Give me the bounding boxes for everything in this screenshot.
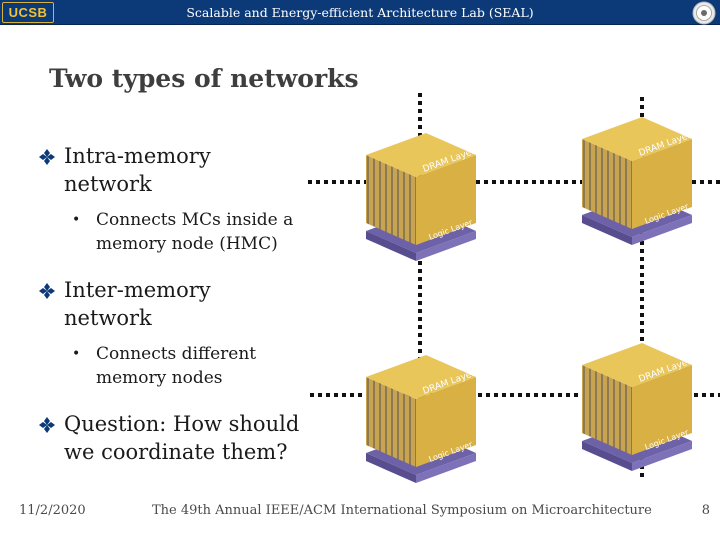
memory-node: DRAM Layers Logic Layer (582, 343, 697, 471)
diamond-bullet-icon (39, 149, 55, 165)
diamond-bullet-icon (39, 417, 55, 433)
bullet-text: Inter-memory network (64, 278, 211, 330)
page-number: 8 (701, 503, 710, 518)
sub-bullet-text: Connects MCs inside a memory node (HMC) (96, 210, 294, 254)
ucsb-logo: UCSB (2, 2, 54, 23)
slide-title: Two types of networks (49, 64, 359, 93)
seal-logo-icon (692, 1, 716, 25)
bullet-text: Question: How should we coordinate them? (64, 412, 300, 464)
round-bullet-icon: • (72, 212, 81, 228)
memory-node: DRAM Layers Logic Layer (366, 133, 481, 261)
memory-network-diagram: DRAM Layers Logic Layer DRAM Layers Logi… (308, 93, 720, 483)
footer-conference: The 49th Annual IEEE/ACM International S… (152, 503, 652, 518)
bullet-text: Intra-memory network (64, 144, 211, 196)
sub-bullet-text: Connects different memory nodes (96, 344, 257, 388)
round-bullet-icon: • (72, 346, 81, 362)
memory-node: DRAM Layers Logic Layer (366, 355, 481, 483)
lab-title: Scalable and Energy-efficient Architectu… (186, 5, 534, 20)
footer-date: 11/2/2020 (19, 503, 86, 518)
diamond-bullet-icon (39, 283, 55, 299)
memory-node: DRAM Layers Logic Layer (582, 117, 697, 245)
header-bar: UCSB Scalable and Energy-efficient Archi… (0, 0, 720, 25)
